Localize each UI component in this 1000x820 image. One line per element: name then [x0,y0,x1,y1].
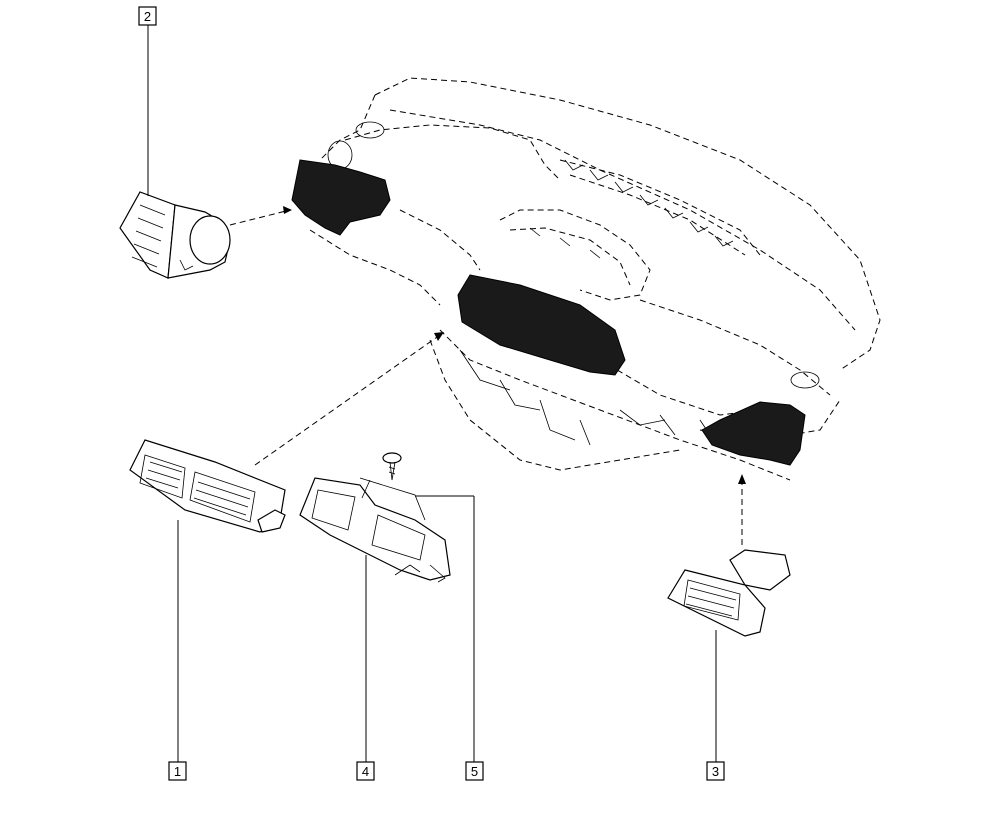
screw-part [359,452,426,521]
leader-lines [147,25,717,762]
callout-1: 1 [168,761,187,781]
assembly-arrows [229,206,746,545]
callout-3-label: 3 [712,764,719,779]
callout-2: 2 [138,6,157,26]
centre-vent-bracket-part [299,477,451,583]
dashboard-centre-vent-opening [457,274,626,376]
callout-5-label: 5 [471,764,478,779]
right-air-vent-part [667,549,791,637]
callout-2-label: 2 [144,9,151,24]
callout-1-label: 1 [174,764,181,779]
left-air-vent-part [119,191,231,279]
dashboard-right-vent-opening [701,401,806,466]
callout-4-label: 4 [362,764,369,779]
centre-air-vent-part [129,439,286,533]
callout-3: 3 [706,761,725,781]
callout-4: 4 [356,761,375,781]
callout-5: 5 [465,761,484,781]
dashboard-left-vent-opening [291,159,391,236]
